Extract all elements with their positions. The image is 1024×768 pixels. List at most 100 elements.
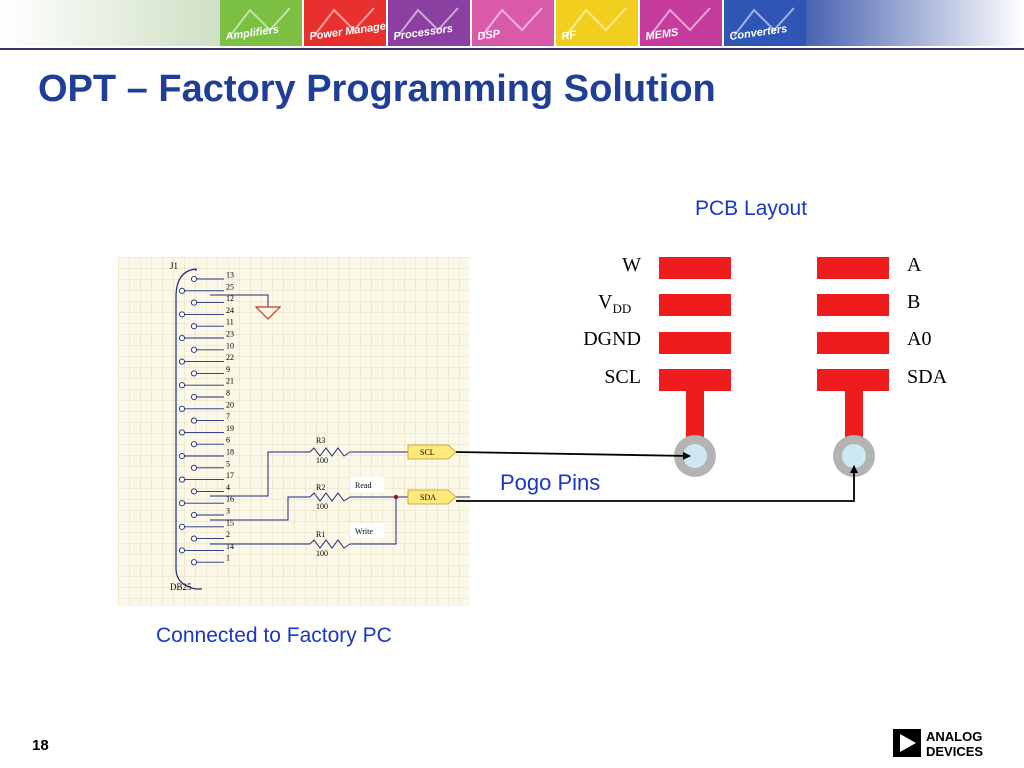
connector-pin-label: 5 <box>226 459 230 468</box>
slide-number: 18 <box>32 737 49 754</box>
connector-pin: 8 <box>190 389 230 401</box>
connector-pin-label: 11 <box>226 318 234 327</box>
connector-pin: 11 <box>190 318 234 330</box>
resistor-r1-value: 100 <box>316 549 328 558</box>
read-label: Read <box>355 481 371 490</box>
svg-text:DEVICES: DEVICES <box>926 744 983 759</box>
connector-pin: 5 <box>190 459 230 471</box>
connector-pin-label: 20 <box>226 400 234 409</box>
analog-devices-logo: ANALOG DEVICES <box>893 729 983 759</box>
connector-body <box>175 268 202 590</box>
banner-panel: Converters <box>724 0 806 46</box>
pcb-layout-caption: PCB Layout <box>695 197 808 220</box>
svg-text:ANALOG: ANALOG <box>926 729 982 744</box>
scl-connection-arrow <box>455 451 691 460</box>
connector-pin: 13 <box>190 271 234 283</box>
pin-label-sda: SDA <box>907 366 948 388</box>
connector-pin: 12 <box>190 294 234 306</box>
pad-a <box>817 257 889 279</box>
pin-label-a0: A0 <box>907 328 931 350</box>
connector-pin: 2 <box>190 530 230 542</box>
banner-panel-label: DSP <box>477 28 502 43</box>
resistor-r3-value: 100 <box>316 456 328 465</box>
connector-pin: 16 <box>178 495 234 507</box>
sda-connection-arrow <box>456 465 858 502</box>
connector-pin-label: 8 <box>226 389 230 398</box>
pogo-pin-sda <box>833 435 875 477</box>
connector-pin-label: 12 <box>226 294 234 303</box>
connector-pin: 17 <box>178 471 234 483</box>
factory-pc-caption: Connected to Factory PC <box>156 624 392 647</box>
connector-pin-label: 23 <box>226 330 234 339</box>
connector-pin-label: 16 <box>226 495 234 504</box>
page-title: OPT – Factory Programming Solution <box>38 68 716 110</box>
connector-pin: 18 <box>178 448 234 460</box>
connector-pin-label: 14 <box>226 542 234 551</box>
db25-schematic: J1 DB25 13251224112310229218207196185174… <box>118 257 470 606</box>
write-label-box <box>350 523 384 538</box>
connector-pin: 7 <box>190 412 230 424</box>
connector-pin: 15 <box>178 518 234 530</box>
connector-pin: 20 <box>178 400 234 412</box>
connector-pin-label: 6 <box>226 436 230 445</box>
connector-pin: 3 <box>190 507 230 519</box>
connector-pin-label: 25 <box>226 282 234 291</box>
connector-pin-label: 22 <box>226 353 234 362</box>
banner-panel: RF <box>556 0 638 46</box>
connector-pin-label: 19 <box>226 424 234 433</box>
connector-pin-label: 10 <box>226 341 234 350</box>
pin-label-a: A <box>907 254 922 276</box>
connector-pin-label: 4 <box>226 483 230 492</box>
connector-pin-label: 2 <box>226 530 230 539</box>
banner-panel: Amplifiers <box>220 0 302 46</box>
resistor-r1 <box>309 539 351 549</box>
connector-pin-label: 7 <box>226 412 230 421</box>
connector-pin-label: 18 <box>226 448 234 457</box>
pin-label-b: B <box>907 291 920 313</box>
connector-pin-label: 15 <box>226 518 234 527</box>
connector-pin: 6 <box>190 436 230 448</box>
pin-label-vdd: VDD <box>598 291 631 316</box>
trace-sda <box>845 391 863 441</box>
svg-text:SDA: SDA <box>420 493 436 502</box>
connector-pin-label: 1 <box>226 554 230 563</box>
connector-pin: 9 <box>190 365 230 377</box>
banner-panel-label: MEMS <box>645 26 680 43</box>
ground-symbol <box>210 294 282 320</box>
banner-panel: DSP <box>472 0 554 46</box>
resistor-symbols <box>309 447 351 549</box>
pogo-pins-caption: Pogo Pins <box>500 470 601 495</box>
banner-panel: MEMS <box>640 0 722 46</box>
connector-pin: 22 <box>178 353 234 365</box>
resistor-r3 <box>309 447 351 457</box>
connector-pin: 4 <box>190 483 230 495</box>
connector-pin: 24 <box>178 306 234 318</box>
net-label-scl: SCL <box>407 444 457 460</box>
read-label-box <box>350 477 384 492</box>
pad-vdd <box>659 294 731 316</box>
pad-sda <box>817 369 889 391</box>
connector-pin-label: 21 <box>226 377 234 386</box>
pad-b <box>817 294 889 316</box>
resistor-r3-ref: R3 <box>316 436 325 445</box>
connector-type: DB25 <box>170 582 192 592</box>
resistor-r2-ref: R2 <box>316 483 325 492</box>
connector-pin: 19 <box>178 424 234 436</box>
banner-panel: Processors <box>388 0 470 46</box>
connector-pin: 1 <box>190 554 230 566</box>
net-label-sda: SDA <box>407 489 457 505</box>
pad-w <box>659 257 731 279</box>
resistor-r2 <box>309 492 351 502</box>
connector-pin: 25 <box>178 282 234 294</box>
connector-pin-label: 3 <box>226 507 230 516</box>
write-label: Write <box>355 527 373 536</box>
connector-ref: J1 <box>170 261 178 271</box>
connector-pin-label: 24 <box>226 306 234 315</box>
pcb-pads <box>659 257 889 391</box>
banner-panel-label: RF <box>561 29 577 43</box>
svg-text:SCL: SCL <box>420 448 435 457</box>
connector-pin: 23 <box>178 330 234 342</box>
